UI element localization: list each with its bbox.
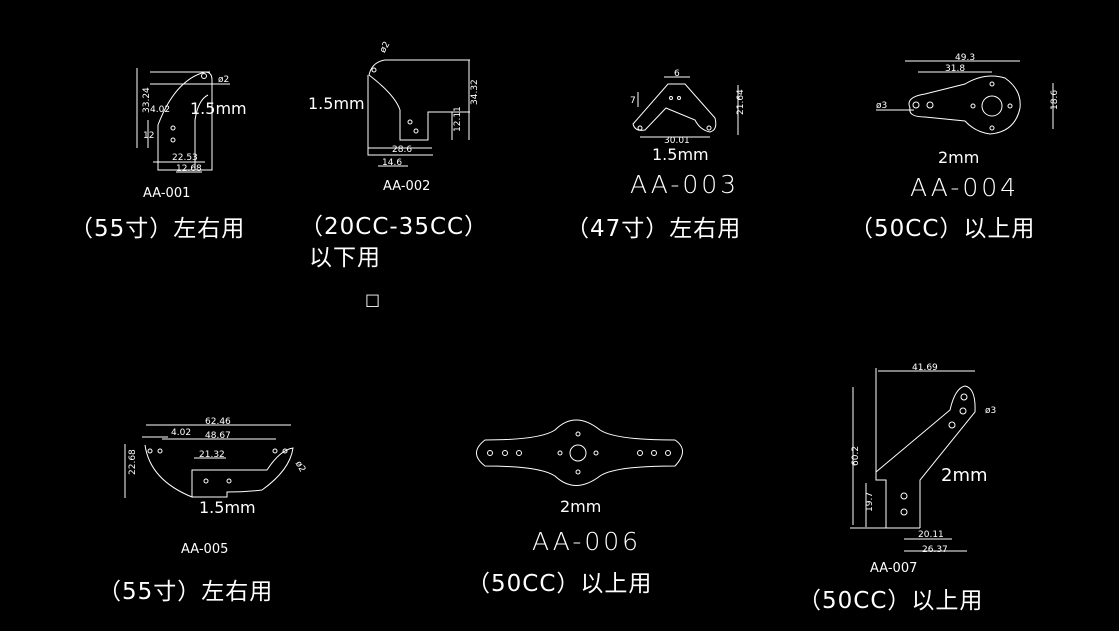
svg-text:ø2: ø2 (378, 40, 392, 55)
thickness-label: 2mm (941, 465, 988, 486)
part-aa-007-drawing: 41.69 60.2 19.7 20.11 26.37 ø3 (850, 363, 996, 555)
part-caption: （20CC-35CC） (300, 214, 489, 240)
part-caption: （50CC）以上用 (850, 216, 1036, 242)
part-number: AA-004 (910, 173, 1020, 202)
svg-text:31.8: 31.8 (945, 64, 965, 74)
thickness-label: 2mm (560, 497, 602, 516)
svg-text:ø2: ø2 (293, 460, 307, 475)
stray-glyph: □ (365, 290, 381, 309)
part-number: AA-007 (870, 561, 918, 576)
svg-text:21.64: 21.64 (736, 89, 746, 115)
svg-text:28.6: 28.6 (392, 145, 412, 155)
svg-text:12: 12 (143, 131, 154, 141)
part-caption: （47寸）左右用 (566, 216, 742, 242)
thickness-label: 2mm (938, 148, 980, 167)
svg-text:4.02: 4.02 (171, 428, 191, 438)
part-aa-005-drawing: 62.46 4.02 48.67 21.32 22.68 ø2 (124, 417, 307, 498)
thickness-label: 1.5mm (652, 145, 709, 164)
svg-text:30.01: 30.01 (664, 136, 690, 146)
part-caption: （50CC）以上用 (467, 571, 653, 597)
part-number: AA-002 (383, 179, 431, 194)
svg-text:ø3: ø3 (985, 406, 996, 416)
svg-text:ø2: ø2 (218, 75, 229, 85)
part-aa-001-drawing: 33.24 4.02 12 22.53 12.68 ø2 (136, 68, 230, 174)
part-number: AA-003 (630, 170, 740, 199)
part-caption-line2: 以下用 (309, 245, 381, 271)
svg-text:22.53: 22.53 (172, 153, 198, 163)
thickness-label: 1.5mm (190, 99, 247, 118)
svg-text:12.68: 12.68 (176, 164, 202, 174)
svg-text:6: 6 (674, 69, 680, 79)
svg-text:ø3: ø3 (876, 101, 887, 111)
svg-text:34.32: 34.32 (470, 79, 480, 105)
part-aa-002-drawing: 34.32 12.11 28.6 14.6 ø2 (367, 40, 480, 168)
svg-text:12.11: 12.11 (453, 106, 463, 132)
svg-text:7: 7 (630, 96, 636, 106)
part-number: AA-006 (532, 527, 642, 556)
svg-text:33.24: 33.24 (142, 87, 152, 113)
svg-text:18.6: 18.6 (1050, 90, 1060, 110)
part-caption: （55寸）左右用 (70, 216, 246, 242)
thickness-label: 1.5mm (199, 498, 256, 517)
part-caption: （50CC）以上用 (798, 588, 984, 614)
part-aa-004-drawing: 49.3 31.8 18.6 ø3 (876, 53, 1060, 135)
svg-text:41.69: 41.69 (912, 363, 938, 373)
svg-text:4.02: 4.02 (150, 105, 170, 115)
svg-text:22.68: 22.68 (128, 449, 138, 475)
svg-text:60.2: 60.2 (851, 446, 861, 466)
svg-text:62.46: 62.46 (205, 417, 231, 427)
part-number: AA-005 (181, 542, 229, 557)
svg-text:21.32: 21.32 (199, 450, 225, 460)
svg-text:14.6: 14.6 (382, 158, 402, 168)
thickness-label: 1.5mm (308, 94, 365, 113)
part-number: AA-001 (143, 186, 191, 201)
svg-text:20.11: 20.11 (918, 530, 944, 540)
svg-text:48.67: 48.67 (205, 431, 231, 441)
svg-text:49.3: 49.3 (955, 53, 975, 63)
part-caption: （55寸）左右用 (98, 579, 274, 605)
svg-text:19.7: 19.7 (865, 492, 875, 512)
part-aa-003-drawing: 6 7 21.64 30.01 (630, 69, 746, 146)
part-aa-006-drawing (476, 419, 683, 486)
svg-text:26.37: 26.37 (922, 545, 948, 555)
